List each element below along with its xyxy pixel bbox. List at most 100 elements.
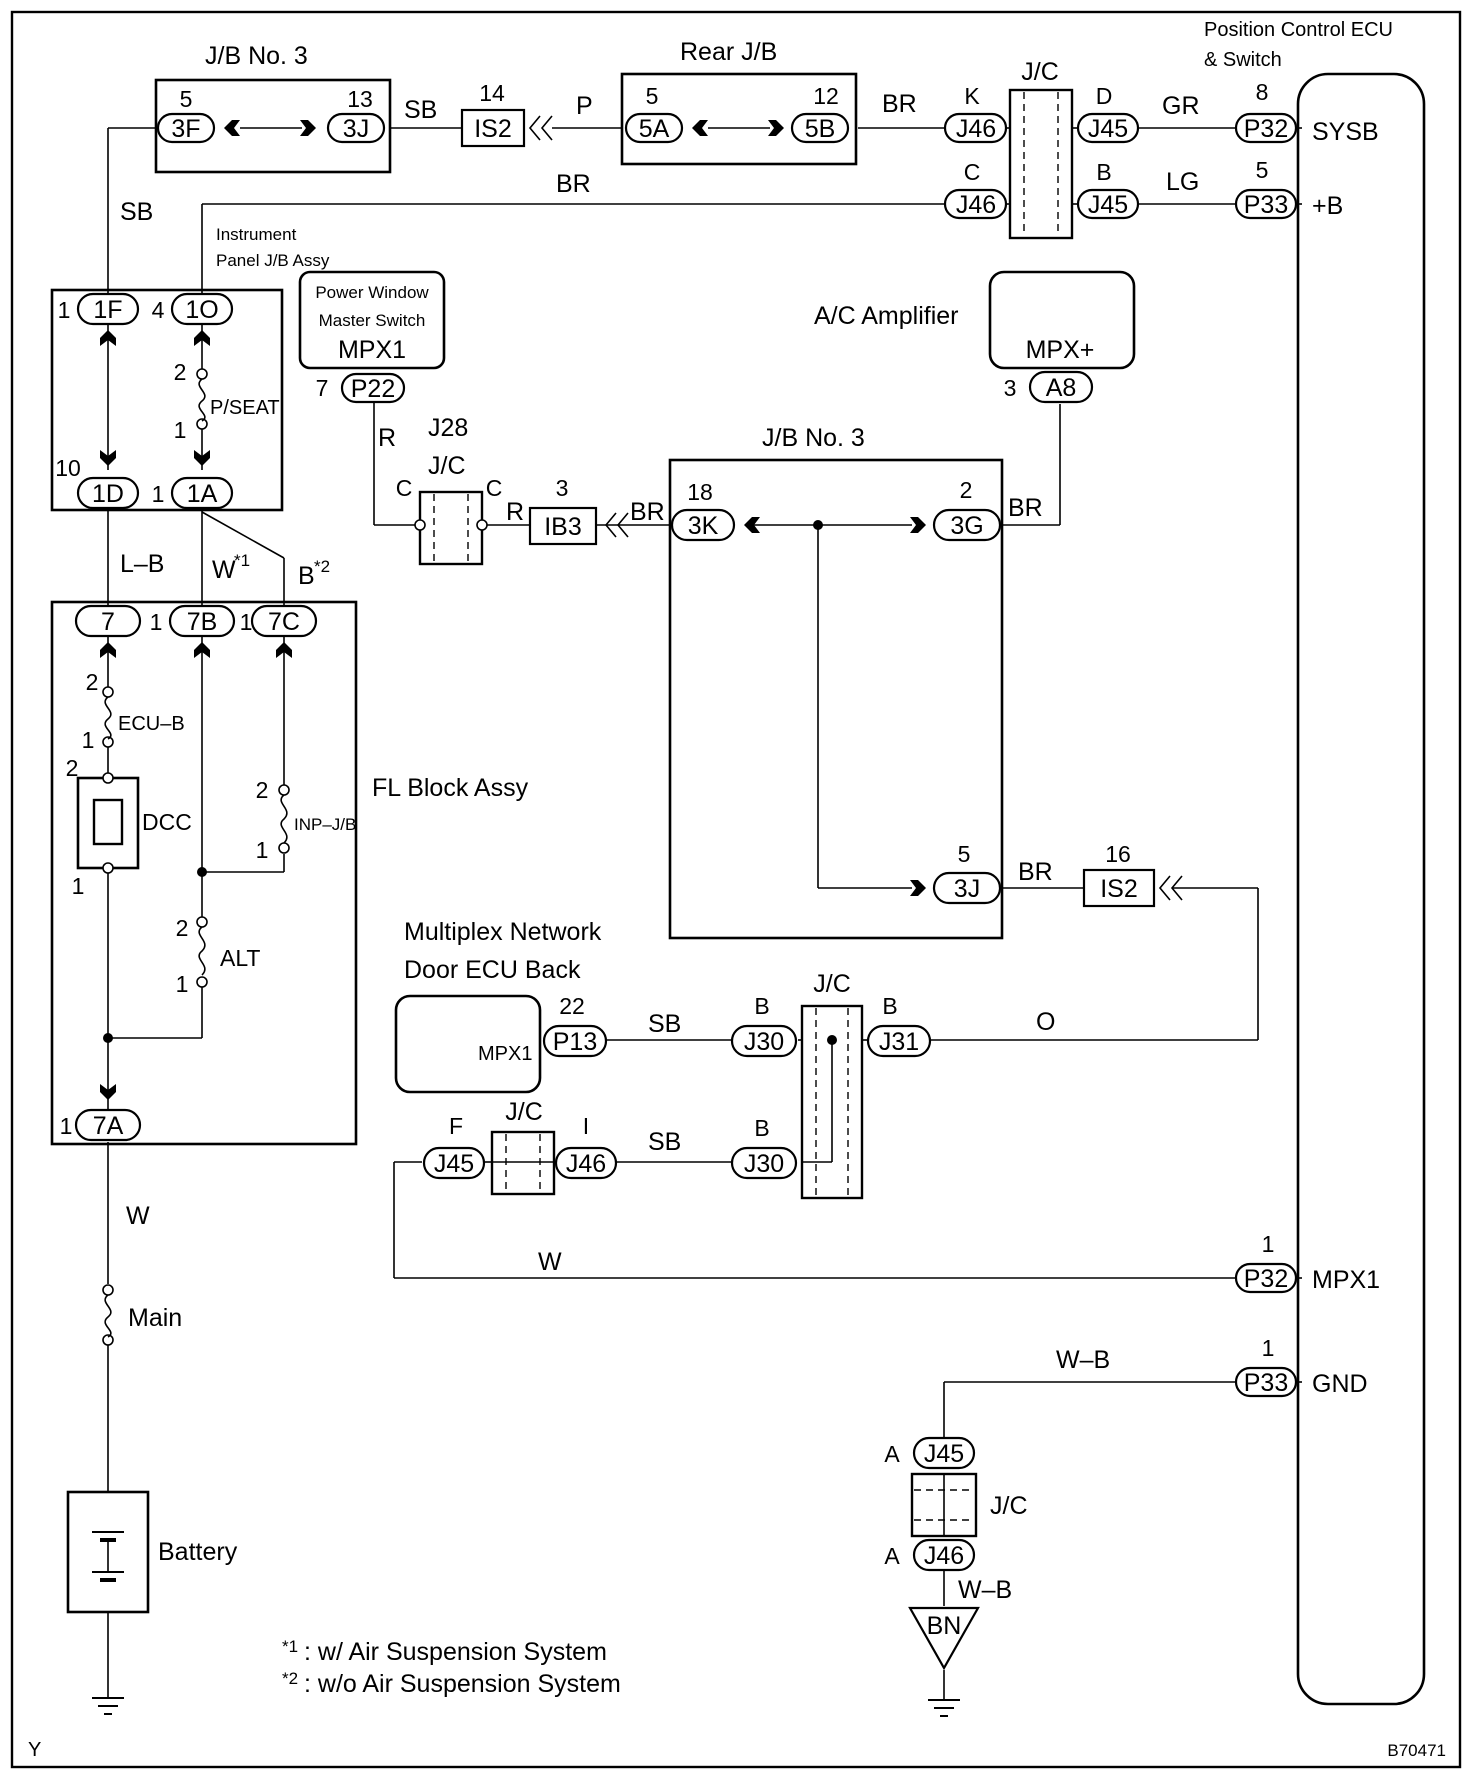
diagram-label: B [754, 993, 769, 1019]
jb3-mid-block: J/B No. 3 3K 18 3G 2 3J 5 [668, 424, 1004, 940]
diagram-label: LG [1166, 168, 1199, 196]
diagram-label: IS2 [1100, 875, 1138, 903]
diagram-label: *2 [282, 1669, 298, 1688]
diagram-label: 1 [152, 481, 165, 507]
diagram-label: 16 [1105, 841, 1131, 867]
diagram-label: J45 [1088, 191, 1128, 219]
footnote-2: : w/o Air Suspension System [304, 1670, 621, 1698]
diagram-label: A [884, 1543, 900, 1569]
jc-ground-block: J45 A J/C J46 A [884, 1436, 1028, 1572]
footnotes: *1 : w/ Air Suspension System *2 : w/o A… [282, 1637, 621, 1698]
diagram-label: 1D [92, 480, 124, 508]
diagram-label: Power Window [315, 283, 429, 302]
ecu-terminal-plusb: +B [1312, 192, 1343, 220]
fl-block-assy: FL Block Assy 7 7B 1 7C 1 2 1 ECU–B 2 1 … [50, 600, 529, 1146]
diagram-label: 7B [187, 608, 218, 636]
diagram-label: 1 [256, 837, 269, 863]
diagram-label: *1 [234, 551, 250, 570]
diagram-label: *2 [314, 557, 330, 576]
main-fuse-label: Main [128, 1304, 182, 1332]
jb3-top-block: J/B No. 3 3F 5 3J 13 [154, 42, 392, 174]
diagram-label: BN [927, 1612, 962, 1640]
fuse-icon [104, 1294, 112, 1338]
fuse-icon [198, 378, 206, 422]
diagram-label: 3G [950, 512, 983, 540]
diagram-label: MPX1 [478, 1043, 532, 1065]
diagram-label: R [378, 424, 396, 452]
ac-amplifier: A/C Amplifier MPX+ A8 3 [814, 270, 1136, 404]
diagram-label: 7 [101, 608, 115, 636]
diagram-label: A/C Amplifier [814, 302, 958, 330]
fuse-inpjb-label: INP–J/B [294, 815, 356, 834]
diagram-label: J45 [1088, 115, 1128, 143]
arrow-icon [768, 120, 784, 136]
diagram-label: F [449, 1113, 463, 1139]
figure-id: B70471 [1387, 1741, 1446, 1760]
diagram-label: 22 [559, 993, 585, 1019]
diagram-label: W–B [1056, 1346, 1110, 1374]
diagram-label: P13 [553, 1028, 597, 1056]
diagram-label: P32 [1244, 1265, 1288, 1293]
diagram-label: BR [1008, 494, 1043, 522]
diagram-label: 3 [1004, 375, 1017, 401]
diagram-label: Multiplex Network [404, 918, 602, 946]
fuse-alt-label: ALT [220, 945, 260, 971]
fuse-pseat-label: P/SEAT [210, 397, 280, 419]
diagram-label: W [538, 1248, 562, 1276]
diagram-label: SB [648, 1010, 681, 1038]
diagram-label: MPX1 [338, 336, 406, 364]
diagram-label: J45 [924, 1440, 964, 1468]
diagram-label: 1 [1262, 1335, 1275, 1361]
diagram-label: Instrument [216, 225, 297, 244]
diagram-label: C [964, 159, 981, 185]
diagram-label: *1 [282, 1637, 298, 1656]
arrow-icon [300, 120, 316, 136]
diagram-label: B [882, 993, 897, 1019]
diagram-label: SB [648, 1128, 681, 1156]
diagram-label: 12 [813, 83, 839, 109]
connector-3F: 3F [171, 115, 200, 143]
diagram-label: 1 [150, 609, 163, 635]
fuse-ecub-label: ECU–B [118, 713, 185, 735]
diagram-label: MPX+ [1026, 336, 1095, 364]
diagram-label: GR [1162, 92, 1200, 120]
power-window-master-switch: Power Window Master Switch MPX1 P22 7 [298, 270, 446, 404]
diagram-label: W [126, 1202, 150, 1230]
diagram-label: B [1096, 159, 1111, 185]
diagram-label: 1 [240, 609, 253, 635]
rear-jb-title: Rear J/B [680, 38, 777, 66]
diagram-label: P32 [1244, 115, 1288, 143]
instrument-panel-jb: Instrument Panel J/B Assy 1F 1 1O 4 2 1 … [50, 225, 330, 512]
diagram-label: J46 [956, 115, 996, 143]
diagram-label: J/C [990, 1492, 1028, 1520]
diagram-label: 18 [687, 479, 713, 505]
rear-jb-block: Rear J/B 5A 5 5B 12 [620, 38, 858, 166]
diagram-label: IB3 [544, 513, 582, 541]
diagram-label: 5 [1256, 157, 1269, 183]
diagram-label: J/C [428, 452, 466, 480]
diagram-label: P [576, 92, 593, 120]
diagram-label: A [884, 1441, 900, 1467]
diagram-label: SB [120, 198, 153, 226]
diagram-label: C [396, 475, 413, 501]
diagram-label: 1 [174, 417, 187, 443]
diagram-label: BR [556, 170, 591, 198]
diagram-label: 2 [256, 777, 269, 803]
j28-junction-connector: J28 J/C C C [396, 414, 502, 566]
diagram-label: SB [404, 96, 437, 124]
wires [107, 127, 1302, 1700]
diagram-label: 1O [185, 296, 218, 324]
wire-label-b-star2: B *2 [298, 557, 330, 590]
diagram-label: Master Switch [319, 311, 426, 330]
arrow-icon [910, 517, 926, 533]
diagram-label: L–B [120, 550, 164, 578]
ecu-terminal-gnd: GND [1312, 1370, 1368, 1398]
diagram-label: J/B No. 3 [762, 424, 865, 452]
diagram-label: 14 [479, 80, 505, 106]
diagram-label: 13 [347, 86, 373, 112]
diagram-label: 7 [316, 375, 329, 401]
diagram-label: W–B [958, 1576, 1012, 1604]
ecu-terminal-mpx1: MPX1 [1312, 1266, 1380, 1294]
diagram-label: J28 [428, 414, 468, 442]
